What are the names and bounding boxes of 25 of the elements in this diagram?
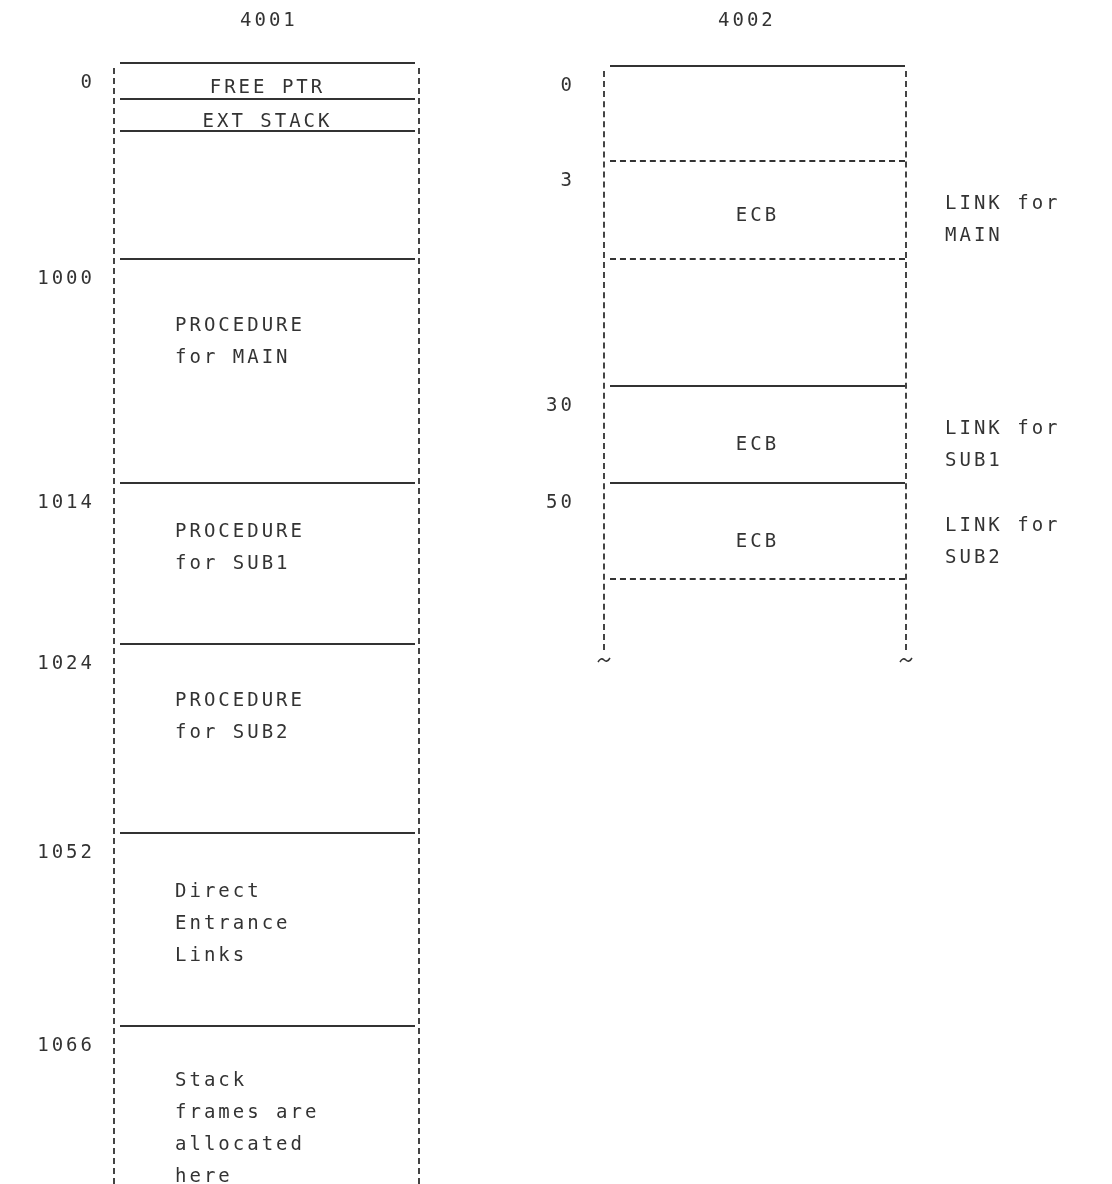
- segment-note: LINK for SUB2: [945, 512, 1062, 569]
- address-offset: 30: [545, 393, 575, 415]
- address-offset: 1066: [36, 1033, 95, 1055]
- memory-segment: ECB: [610, 160, 905, 258]
- memory-segment: Direct Entrance Links: [120, 832, 415, 1025]
- address-offset: 1014: [36, 490, 95, 512]
- memory-segment: Stack frames are allocated here: [120, 1025, 415, 1184]
- memory-segment: ECB: [610, 482, 905, 578]
- column-heading: 4001: [240, 8, 298, 30]
- memory-segment: PROCEDURE for SUB1: [120, 482, 415, 643]
- column-heading: 4002: [718, 8, 776, 30]
- address-offset: 0: [79, 70, 95, 92]
- address-offset: 1024: [36, 651, 95, 673]
- memory-segment: ECB: [610, 385, 905, 482]
- address-offset: 0: [559, 73, 575, 95]
- segment-note: LINK for MAIN: [945, 190, 1062, 247]
- segment-note: LINK for SUB1: [945, 415, 1062, 472]
- address-offset: 3: [559, 168, 575, 190]
- address-offset: 50: [545, 490, 575, 512]
- address-offset: 1000: [36, 266, 95, 288]
- memory-segment: FREE PTR: [120, 62, 415, 98]
- memory-segment: PROCEDURE for MAIN: [120, 258, 415, 482]
- address-offset: 1052: [36, 840, 95, 862]
- memory-segment: EXT STACK: [120, 98, 415, 130]
- memory-segment: PROCEDURE for SUB2: [120, 643, 415, 832]
